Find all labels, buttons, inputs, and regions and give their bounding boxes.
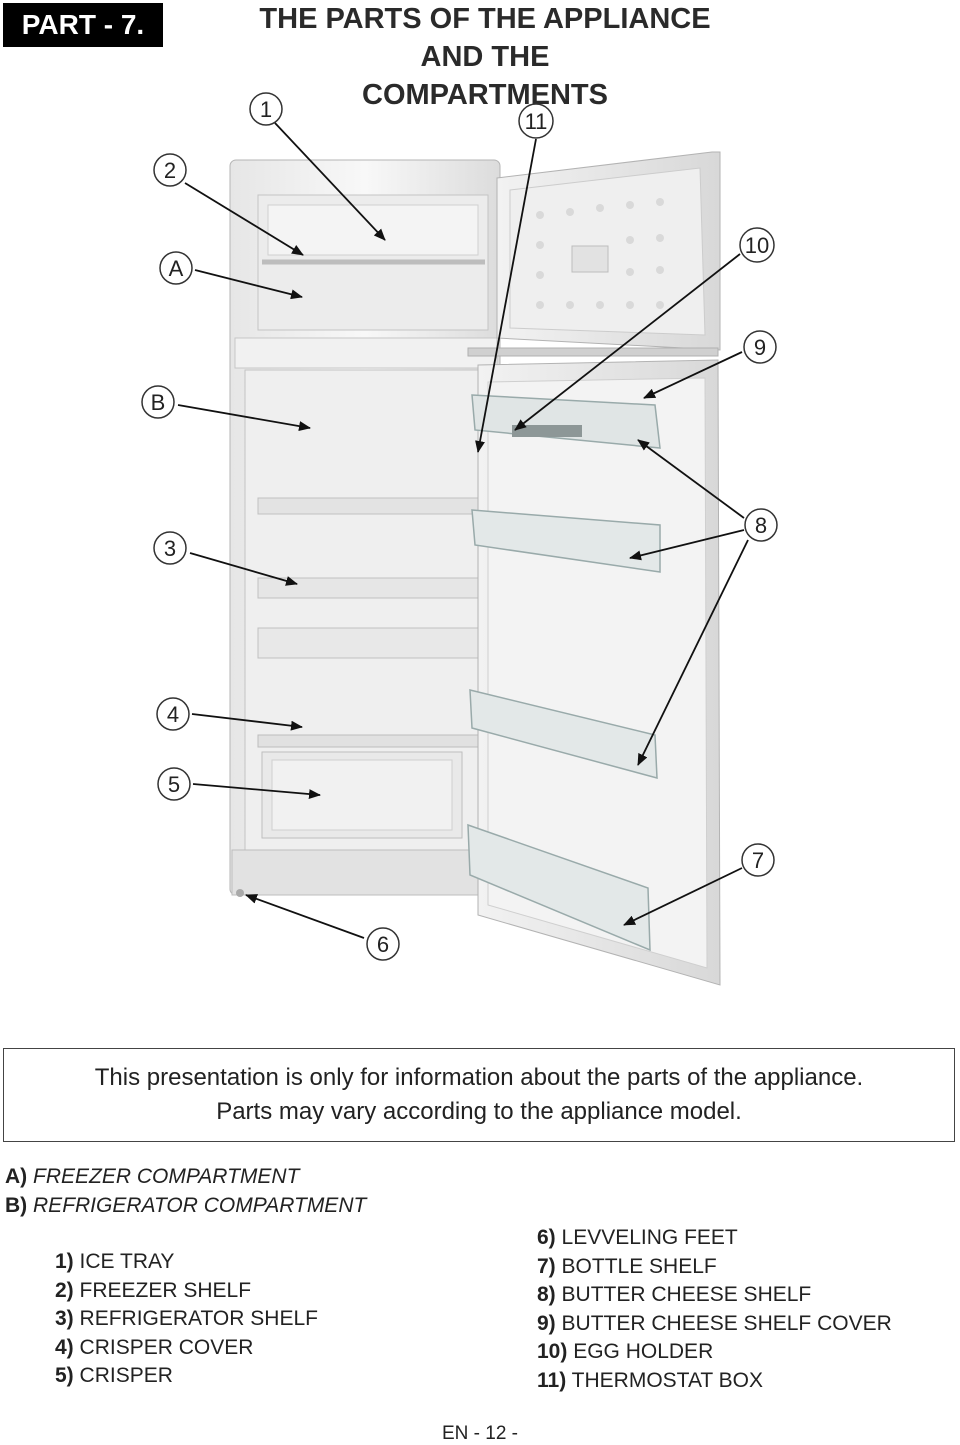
item-label: THERMOSTAT BOX <box>572 1369 763 1392</box>
list-item: 2) FREEZER SHELF <box>55 1277 318 1306</box>
item-key: 1) <box>55 1250 74 1273</box>
parts-list-right: 6) LEVVELING FEET 7) BOTTLE SHELF 8) BUT… <box>537 1224 892 1395</box>
callout-A-label: A <box>169 256 184 281</box>
item-key: 5) <box>55 1364 74 1387</box>
callout-3: 3 <box>154 532 186 564</box>
callout-7: 7 <box>742 844 774 876</box>
list-item: A) FREEZER COMPARTMENT <box>5 1162 366 1191</box>
item-label: REFRIGERATOR SHELF <box>80 1307 318 1330</box>
callout-11-label: 11 <box>525 109 548 134</box>
item-label: REFRIGERATOR COMPARTMENT <box>33 1194 366 1217</box>
parts-list-left: 1) ICE TRAY 2) FREEZER SHELF 3) REFRIGER… <box>55 1248 318 1391</box>
item-key: 2) <box>55 1279 74 1302</box>
callout-B-label: B <box>151 390 166 415</box>
list-item: 3) REFRIGERATOR SHELF <box>55 1305 318 1334</box>
item-label: ICE TRAY <box>80 1250 175 1273</box>
part-badge: PART - 7. <box>3 3 163 47</box>
item-label: EGG HOLDER <box>573 1340 713 1363</box>
item-key: 4) <box>55 1336 74 1359</box>
item-key: A) <box>5 1165 27 1188</box>
callout-9-label: 9 <box>754 335 766 360</box>
list-item: 6) LEVVELING FEET <box>537 1224 892 1253</box>
callout-5-label: 5 <box>168 772 180 797</box>
callout-1-label: 1 <box>260 97 272 122</box>
notice-line-2: Parts may vary according to the applianc… <box>4 1095 954 1129</box>
item-label: FREEZER SHELF <box>80 1279 252 1302</box>
callout-8-label: 8 <box>755 513 767 538</box>
refrigerator-diagram: 1 2 A B 3 4 5 6 7 8 9 10 11 <box>0 80 960 1010</box>
list-item: 10) EGG HOLDER <box>537 1338 892 1367</box>
list-item: 11) THERMOSTAT BOX <box>537 1367 892 1396</box>
item-key: 6) <box>537 1226 556 1249</box>
freezer-door <box>468 152 720 356</box>
callout-9: 9 <box>744 331 776 363</box>
cabinet <box>230 160 500 897</box>
item-label: CRISPER <box>80 1364 173 1387</box>
list-item: 8) BUTTER CHEESE SHELF <box>537 1281 892 1310</box>
callout-10-label: 10 <box>745 233 769 258</box>
list-item: 4) CRISPER COVER <box>55 1334 318 1363</box>
callout-3-label: 3 <box>164 536 176 561</box>
callout-1: 1 <box>250 93 282 125</box>
list-item: B) REFRIGERATOR COMPARTMENT <box>5 1191 366 1220</box>
callout-4-label: 4 <box>167 702 179 727</box>
title-line-1: THE PARTS OF THE APPLIANCE AND THE <box>240 0 730 76</box>
item-key: 10) <box>537 1340 567 1363</box>
item-key: 9) <box>537 1312 556 1335</box>
item-label: BUTTER CHEESE SHELF <box>562 1283 812 1306</box>
item-key: 7) <box>537 1255 556 1278</box>
callout-11: 11 <box>519 104 553 138</box>
callout-6: 6 <box>367 928 399 960</box>
callout-10: 10 <box>740 228 774 262</box>
item-label: BOTTLE SHELF <box>562 1255 717 1278</box>
callout-2: 2 <box>154 154 186 186</box>
notice-line-1: This presentation is only for informatio… <box>4 1061 954 1095</box>
item-label: LEVVELING FEET <box>562 1226 738 1249</box>
page-number: EN - 12 - <box>0 1423 960 1445</box>
callout-2-label: 2 <box>164 158 176 183</box>
callout-A: A <box>160 252 192 284</box>
list-item: 9) BUTTER CHEESE SHELF COVER <box>537 1310 892 1339</box>
item-key: 8) <box>537 1283 556 1306</box>
callout-4: 4 <box>157 698 189 730</box>
item-key: 3) <box>55 1307 74 1330</box>
list-item: 5) CRISPER <box>55 1362 318 1391</box>
fridge-door <box>468 360 720 985</box>
list-item: 7) BOTTLE SHELF <box>537 1253 892 1282</box>
list-item: 1) ICE TRAY <box>55 1248 318 1277</box>
callout-5: 5 <box>158 768 190 800</box>
item-label: CRISPER COVER <box>80 1336 254 1359</box>
callout-6-label: 6 <box>377 932 389 957</box>
callout-7-label: 7 <box>752 848 764 873</box>
item-label: BUTTER CHEESE SHELF COVER <box>562 1312 892 1335</box>
item-label: FREEZER COMPARTMENT <box>33 1165 299 1188</box>
compartment-list: A) FREEZER COMPARTMENT B) REFRIGERATOR C… <box>5 1162 366 1220</box>
callout-8: 8 <box>745 509 777 541</box>
item-key: 11) <box>537 1369 566 1392</box>
callout-B: B <box>142 386 174 418</box>
item-key: B) <box>5 1194 27 1217</box>
information-notice: This presentation is only for informatio… <box>3 1048 955 1142</box>
